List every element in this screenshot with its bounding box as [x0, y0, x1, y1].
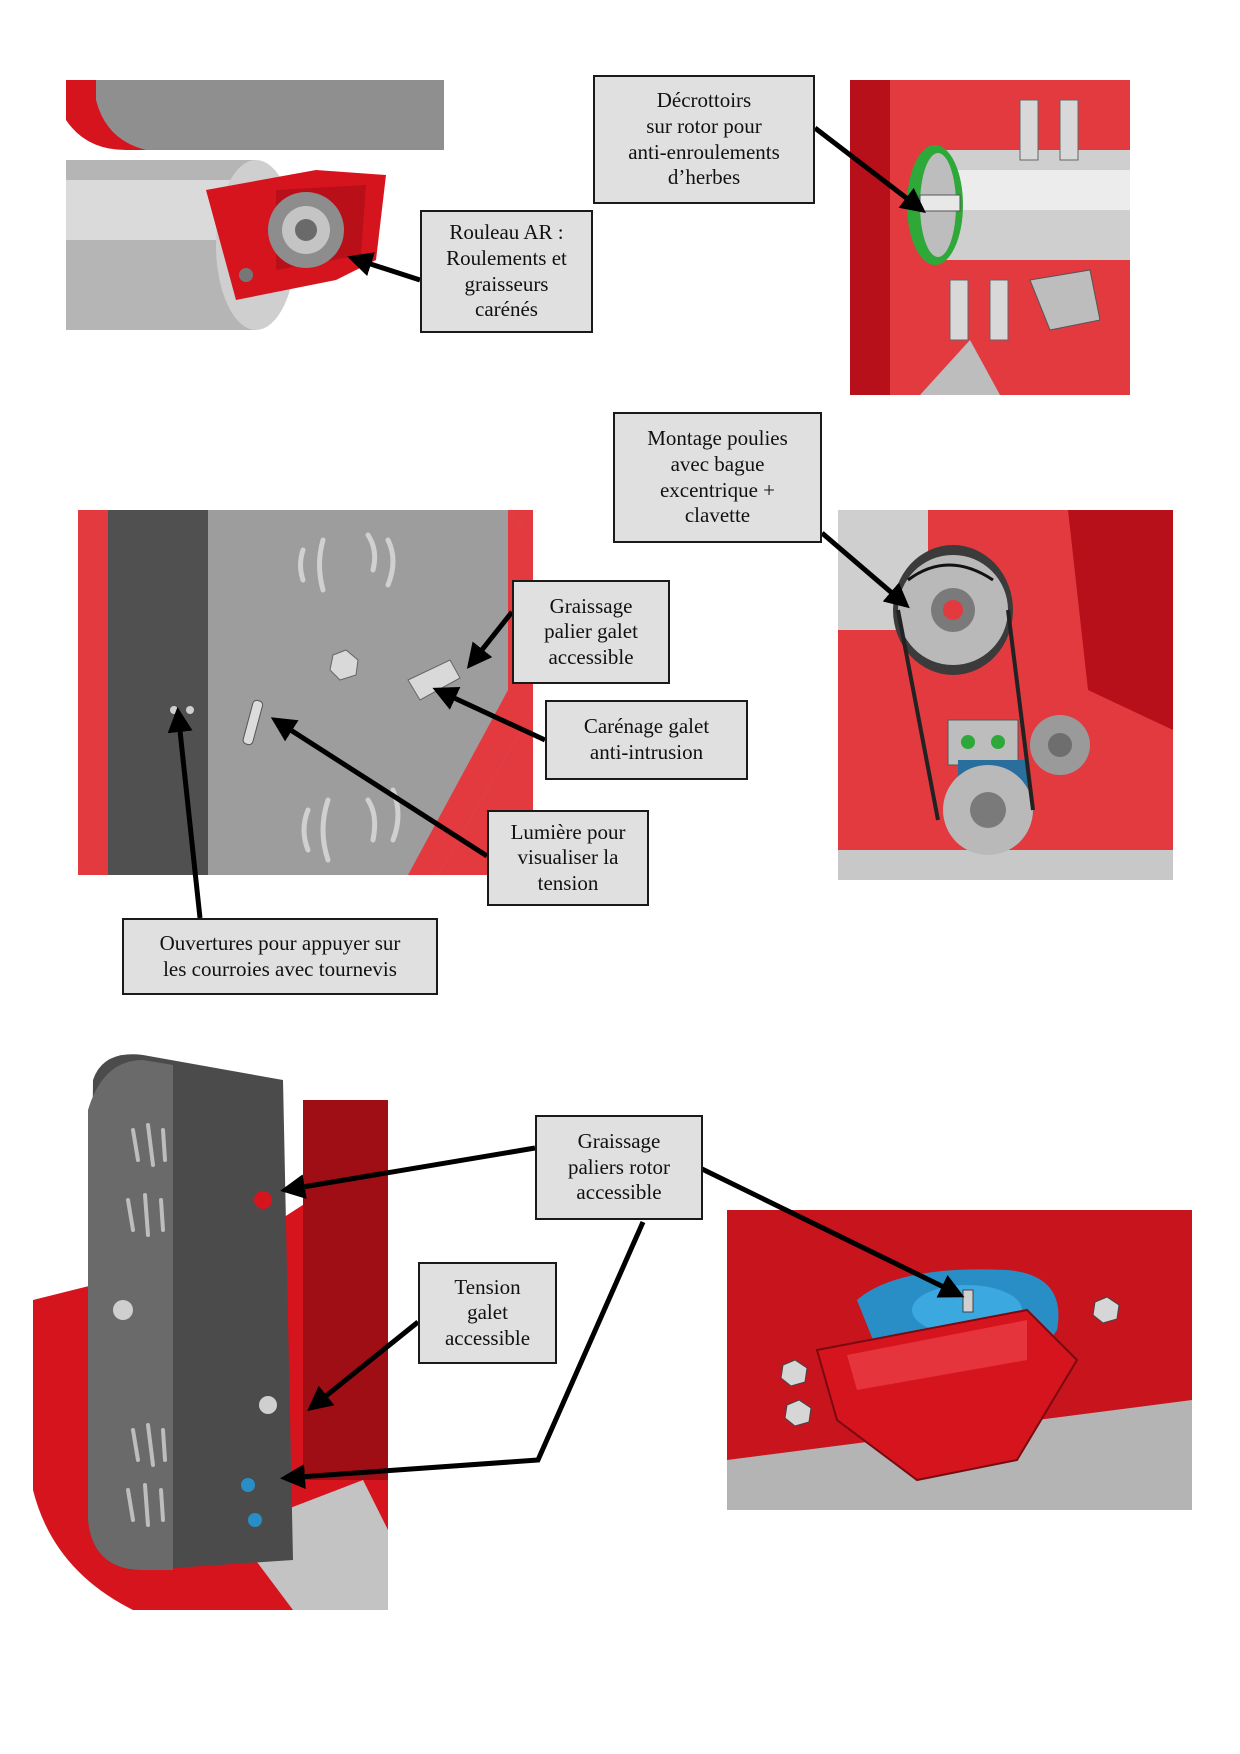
figure-belt-guard: [33, 1050, 388, 1610]
label-tension-galet: Tension galet accessible: [418, 1262, 557, 1364]
figure-rotor-bearing: [727, 1210, 1192, 1510]
label-graissage-palier-galet: Graissage palier galet accessible: [512, 580, 670, 684]
label-decrottoirs: Décrottoirs sur rotor pour anti-enroulem…: [593, 75, 815, 204]
label-graissage-paliers-rotor: Graissage paliers rotor accessible: [535, 1115, 703, 1220]
figure-pulleys: [838, 510, 1173, 880]
label-montage-poulies: Montage poulies avec bague excentrique +…: [613, 412, 822, 543]
figure-belt-cover: [78, 510, 533, 875]
label-carenage-galet: Carénage galet anti-intrusion: [545, 700, 748, 780]
figure-rear-roller: [66, 80, 444, 332]
label-lumiere: Lumière pour visualiser la tension: [487, 810, 649, 906]
label-ouvertures: Ouvertures pour appuyer sur les courroie…: [122, 918, 438, 995]
label-rouleau-ar: Rouleau AR : Roulements et graisseurs ca…: [420, 210, 593, 333]
figure-rotor-scrapers: [850, 80, 1130, 395]
